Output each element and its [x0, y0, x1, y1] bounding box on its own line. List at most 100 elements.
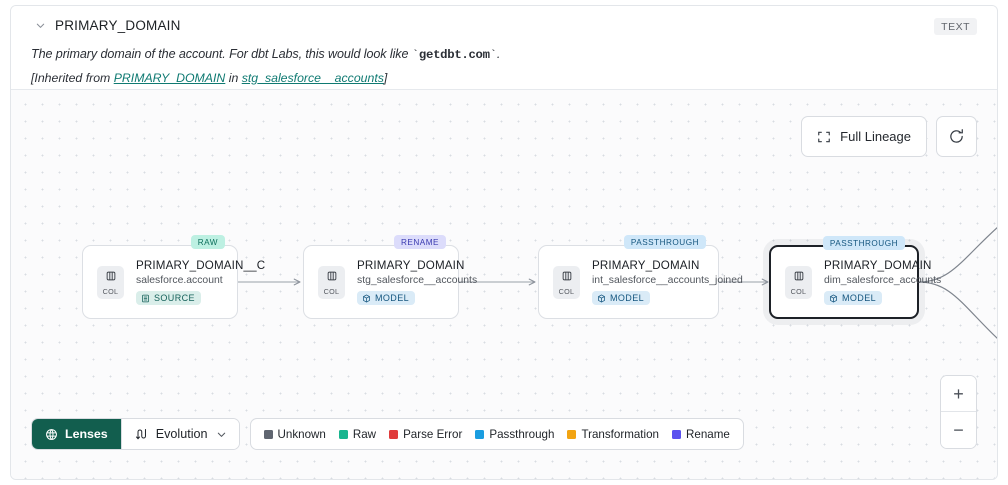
legend-swatch	[567, 429, 577, 439]
legend-item-passthrough[interactable]: Passthrough	[475, 428, 554, 441]
node-kind-label: MODEL	[842, 293, 877, 303]
node-title: PRIMARY_DOMAIN__C	[136, 259, 266, 272]
legend-swatch	[475, 429, 485, 439]
column-icon	[326, 269, 338, 287]
canvas-top-controls: Full Lineage	[801, 116, 977, 157]
node-body: PRIMARY_DOMAIN dim_salesforce_accounts M…	[824, 259, 941, 305]
full-lineage-button[interactable]: Full Lineage	[801, 116, 927, 157]
node-title: PRIMARY_DOMAIN	[357, 259, 465, 272]
node-body: PRIMARY_DOMAIN__C salesforce.account SOU…	[136, 259, 265, 305]
lenses-button[interactable]: Lenses	[32, 419, 121, 449]
column-icon-chip: COL	[97, 265, 124, 299]
zoom-out-button[interactable]: −	[941, 412, 976, 448]
legend-item-parse-error[interactable]: Parse Error	[389, 428, 462, 441]
inherited-mid: in	[225, 71, 242, 85]
legend-swatch	[389, 429, 399, 439]
column-icon	[105, 269, 117, 287]
expand-icon	[817, 130, 831, 144]
legend-swatch	[263, 429, 273, 439]
lineage-canvas[interactable]: Full Lineage	[11, 90, 997, 479]
legend-label: Passthrough	[489, 427, 555, 441]
description-code: getdbt.com	[418, 48, 490, 62]
status-badge: TEXT	[934, 18, 977, 35]
column-icon-chip: COL	[785, 265, 812, 299]
lineage-node[interactable]: PASSTHROUGH COL PRIMARY_DOMAIN int_sales…	[538, 235, 743, 319]
legend-label: Parse Error	[403, 427, 463, 441]
full-lineage-label: Full Lineage	[840, 129, 911, 144]
backtick-close: `	[489, 48, 497, 62]
node-kind-chip: MODEL	[592, 291, 651, 305]
chevron-down-icon[interactable]	[31, 17, 49, 35]
column-icon	[561, 269, 573, 287]
lineage-node[interactable]: RENAME COL PRIMARY_DOMAIN stg_salesforce…	[303, 235, 477, 319]
legend-label: Raw	[352, 427, 377, 441]
lenses-label: Lenses	[65, 427, 108, 441]
column-icon-chip: COL	[318, 265, 345, 299]
legend-item-raw[interactable]: Raw	[338, 427, 377, 441]
refresh-icon	[948, 128, 965, 145]
evolution-dropdown[interactable]: Evolution	[120, 419, 239, 449]
node-subtitle: salesforce.account	[136, 275, 223, 286]
node-kind-label: MODEL	[375, 293, 410, 303]
node-kind-chip: MODEL	[824, 291, 883, 305]
inherited-from-line: [Inherited from PRIMARY_DOMAIN in stg_sa…	[31, 71, 977, 85]
refresh-button[interactable]	[936, 116, 977, 157]
column-icon	[793, 269, 805, 287]
legend-item-unknown[interactable]: Unknown	[263, 427, 326, 441]
zoom-controls: + −	[940, 375, 977, 449]
node-body: PRIMARY_DOMAIN int_salesforce__accounts_…	[592, 259, 743, 305]
inherited-model-link[interactable]: stg_salesforce__accounts	[241, 71, 384, 85]
legend-swatch	[338, 429, 348, 439]
node-body: PRIMARY_DOMAIN stg_salesforce__accounts …	[357, 259, 477, 305]
legend-item-rename[interactable]: Rename	[672, 428, 730, 441]
inherited-suffix: ]	[383, 71, 388, 85]
inherited-prefix: [Inherited from	[31, 71, 114, 85]
node-kind-label: MODEL	[610, 293, 645, 303]
cube-icon	[362, 294, 371, 303]
column-icon-chip: COL	[553, 265, 580, 299]
node-badge: PASSTHROUGH	[623, 235, 706, 249]
lineage-edges	[238, 227, 997, 339]
node-badge: PASSTHROUGH	[822, 236, 905, 250]
legend-item-transformation[interactable]: Transformation	[567, 428, 659, 441]
backtick-open: `	[411, 48, 419, 62]
node-kind-chip: MODEL	[357, 291, 416, 305]
description-text: The primary domain of the account. For d…	[31, 47, 412, 61]
lenses-evolution-group: Lenses Evolution	[31, 418, 240, 450]
inherited-column-link[interactable]: PRIMARY_DOMAIN	[113, 71, 226, 85]
column-chip-label: COL	[323, 286, 340, 296]
node-subtitle: stg_salesforce__accounts	[357, 275, 478, 286]
legend-label: Unknown	[277, 427, 326, 441]
panel-header: PRIMARY_DOMAIN TEXT The primary domain o…	[11, 6, 997, 90]
column-description: The primary domain of the account. For d…	[31, 47, 977, 62]
node-badge: RENAME	[393, 235, 446, 249]
cube-icon	[829, 294, 838, 303]
node-kind-chip: SOURCE	[136, 291, 201, 305]
header-title-row: PRIMARY_DOMAIN	[31, 6, 977, 39]
lineage-legend: Unknown Raw Parse Error Passthrough	[249, 418, 744, 450]
cube-icon	[597, 294, 606, 303]
node-title: PRIMARY_DOMAIN	[592, 259, 700, 272]
legend-label: Transformation	[581, 427, 659, 441]
legend-label: Rename	[686, 427, 730, 441]
database-icon	[141, 294, 150, 303]
page-title: PRIMARY_DOMAIN	[55, 18, 181, 33]
node-subtitle: dim_salesforce_accounts	[824, 275, 942, 286]
lineage-node-selected[interactable]: PASSTHROUGH COL PRIMARY_DOMAIN dim_sales…	[769, 236, 941, 319]
node-badge: RAW	[190, 235, 225, 249]
column-detail-panel: PRIMARY_DOMAIN TEXT The primary domain o…	[10, 5, 998, 480]
lineage-node[interactable]: RAW COL PRIMARY_DOMAIN__C salesforce.acc…	[82, 235, 265, 319]
zoom-in-button[interactable]: +	[941, 376, 976, 412]
evolution-icon	[134, 427, 148, 441]
description-suffix: .	[496, 47, 501, 61]
column-chip-label: COL	[102, 286, 119, 296]
column-chip-label: COL	[558, 286, 575, 296]
legend-swatch	[672, 429, 681, 439]
lens-icon	[45, 428, 58, 441]
chevron-down-icon	[216, 429, 227, 440]
column-chip-label: COL	[790, 286, 807, 296]
evolution-label: Evolution	[155, 427, 208, 441]
node-kind-label: SOURCE	[154, 293, 195, 303]
node-title: PRIMARY_DOMAIN	[824, 259, 932, 272]
